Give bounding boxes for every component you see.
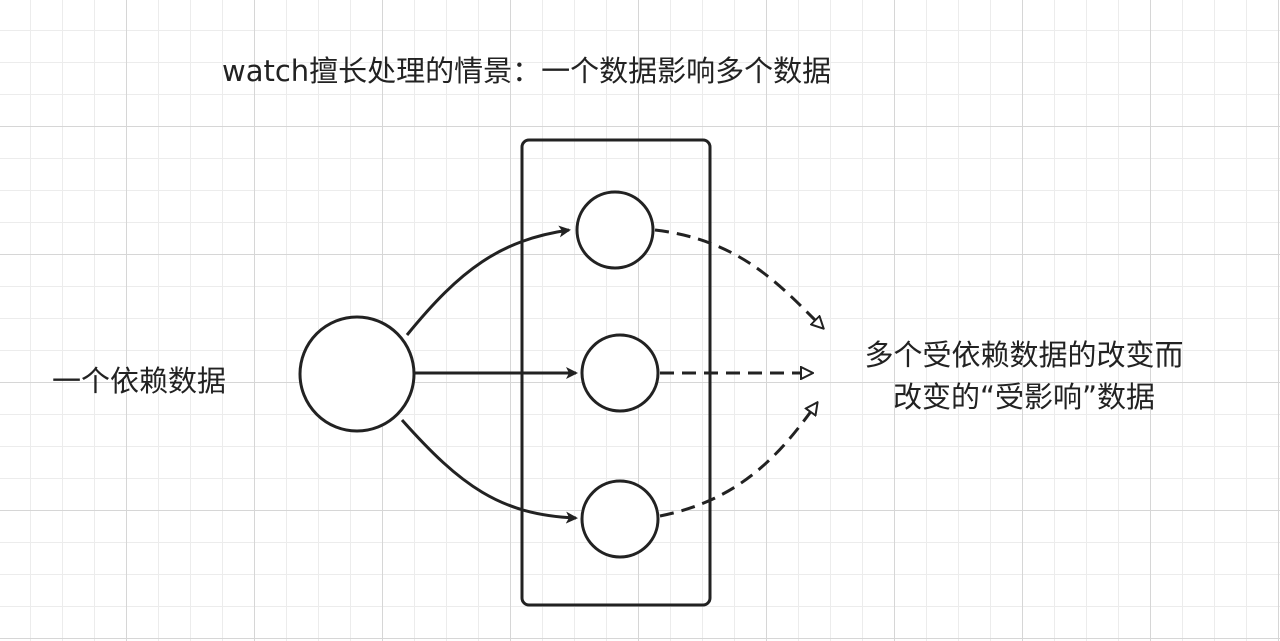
edge-source-to-bottom — [400, 419, 578, 524]
diagram-title: watch擅长处理的情景：一个数据影响多个数据 — [222, 54, 832, 88]
watcher-node-middle — [580, 333, 660, 413]
target-label-line-2: 改变的“受影响”数据 — [892, 380, 1156, 414]
source-node — [298, 315, 416, 433]
watcher-node-top — [575, 190, 655, 270]
edge-bottom-to-target — [659, 403, 817, 518]
edge-top-to-target — [654, 228, 823, 328]
edge-source-to-top — [405, 225, 571, 336]
source-label: 一个依赖数据 — [52, 364, 227, 398]
target-label: 多个受依赖数据的改变而 改变的“受影响”数据 — [828, 334, 1220, 418]
target-label-line-1: 多个受依赖数据的改变而 — [864, 338, 1184, 372]
watcher-node-bottom — [580, 479, 660, 559]
